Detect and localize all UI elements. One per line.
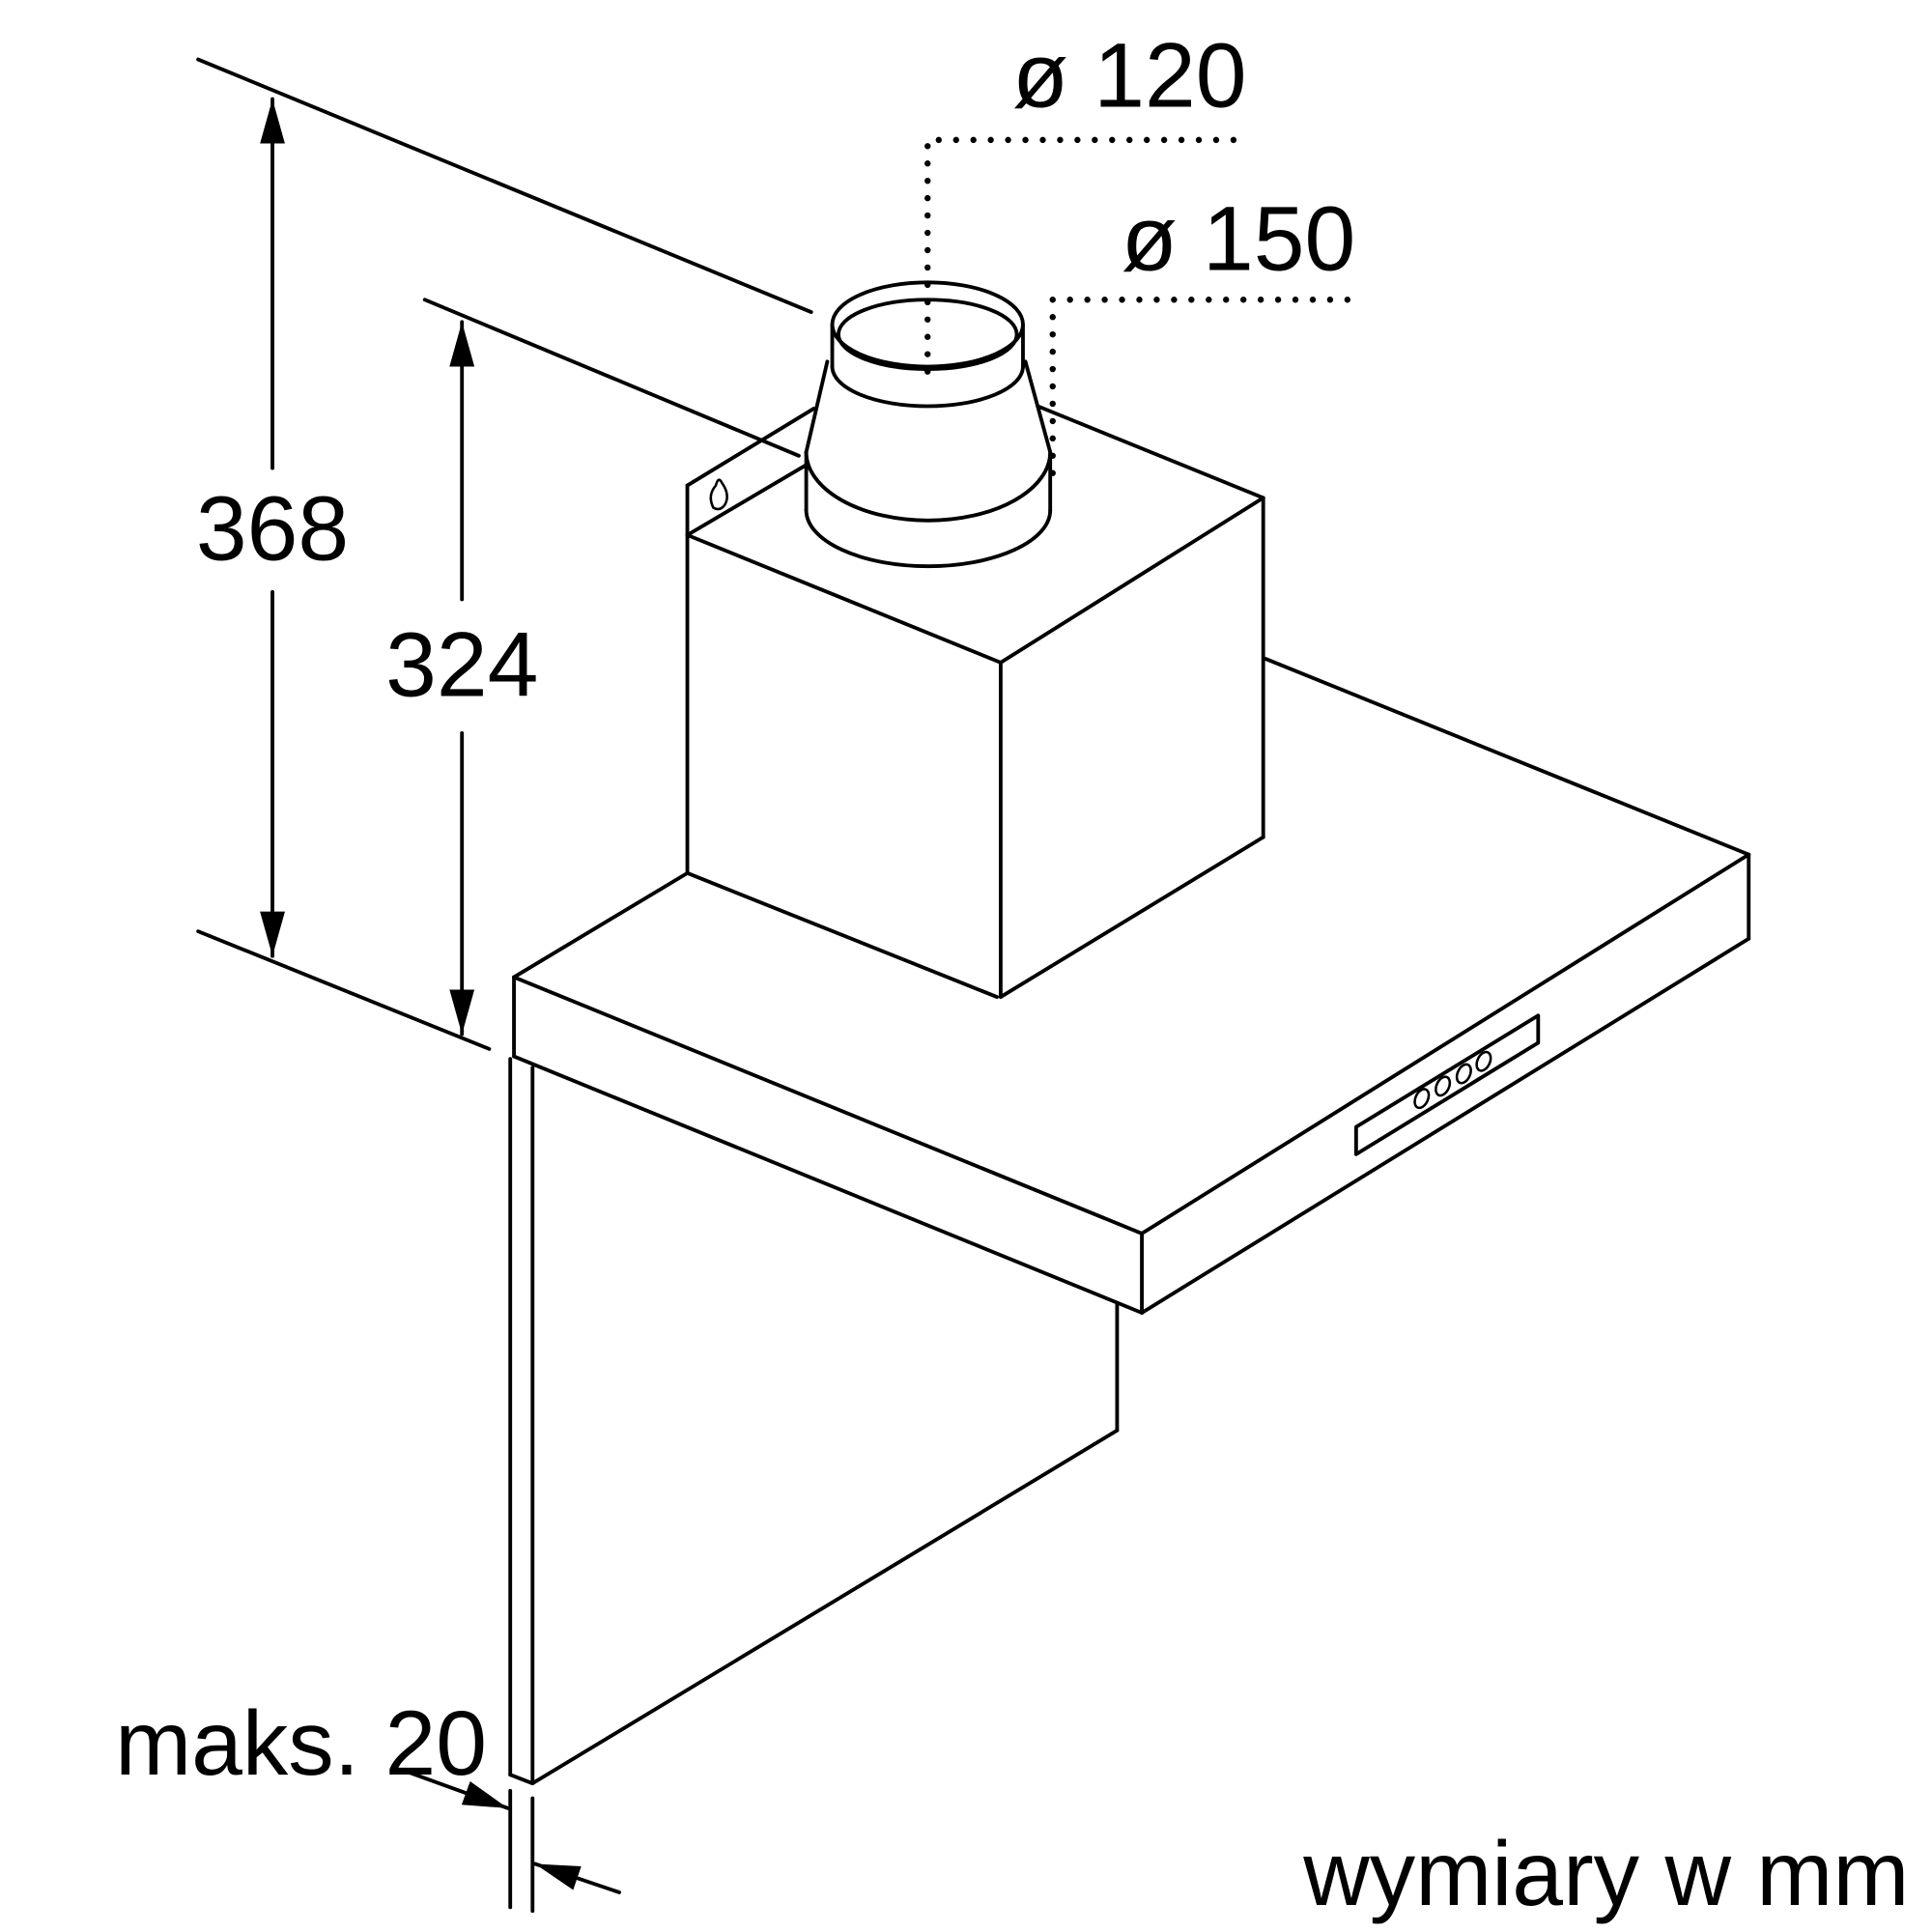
control-button-icon <box>1413 1088 1431 1110</box>
diameter-leaders: ø 120 ø 150 <box>924 24 1366 476</box>
screw-icon <box>709 478 728 511</box>
diameter-150-label: ø 150 <box>1122 187 1356 290</box>
dimension-max-20: maks. 20 <box>115 1692 621 1894</box>
control-button-icon <box>1475 1050 1492 1072</box>
chimney <box>685 404 1265 999</box>
extension-lines <box>196 57 813 1914</box>
chimney-height-label: 324 <box>385 614 538 717</box>
glass-panel <box>508 1057 1120 1786</box>
max-gap-label: maks. 20 <box>115 1692 487 1795</box>
units-note: wymiary w mm <box>1302 1823 1909 1925</box>
dimension-324: 324 <box>385 320 538 1037</box>
total-height-label: 368 <box>196 477 349 580</box>
duct-adapter <box>804 280 1053 569</box>
diameter-120-label: ø 120 <box>1012 24 1247 127</box>
control-button-icon <box>1435 1075 1452 1097</box>
dimension-368: 368 <box>196 97 349 958</box>
canopy <box>512 657 1751 1315</box>
control-panel <box>1353 1013 1541 1156</box>
control-button-icon <box>1455 1063 1472 1085</box>
